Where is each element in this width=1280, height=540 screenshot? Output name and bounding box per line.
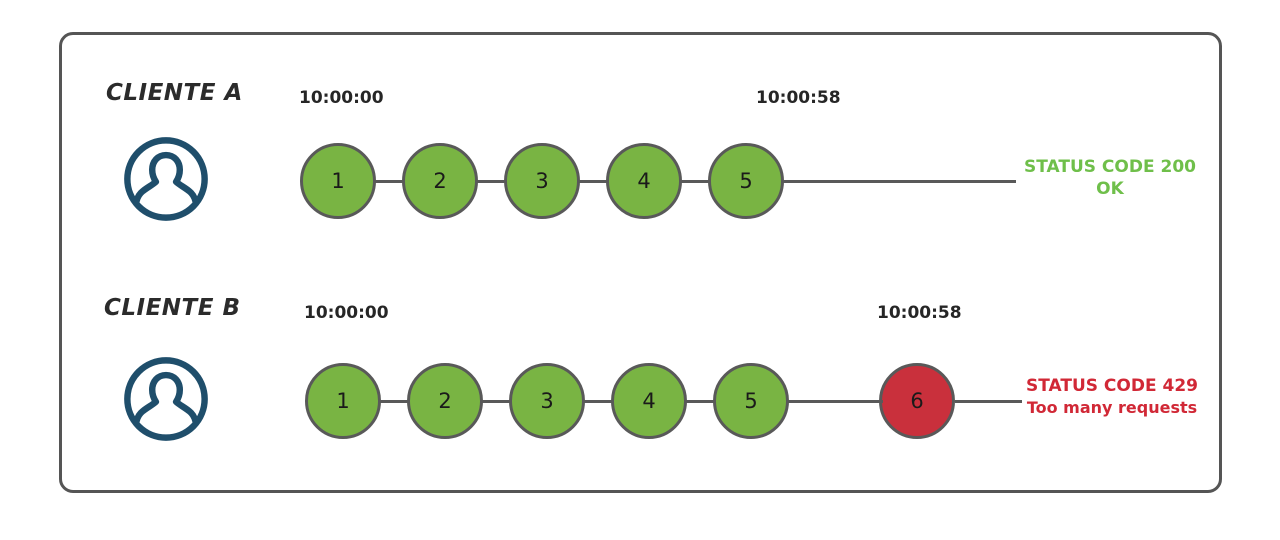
user-avatar-icon	[120, 133, 212, 225]
connector-a-3	[574, 180, 612, 183]
request-node[interactable]: 3	[509, 363, 585, 439]
connector-b-1	[375, 400, 413, 403]
status-code-b-line1: STATUS CODE 429	[1026, 376, 1198, 396]
connector-b-5	[783, 400, 821, 403]
request-node[interactable]: 2	[402, 143, 478, 219]
connector-b-2	[477, 400, 515, 403]
node-label: 2	[438, 389, 452, 413]
node-label: 5	[744, 389, 758, 413]
node-label: 6	[910, 389, 924, 413]
user-avatar-icon	[120, 353, 212, 445]
connector-b-3	[579, 400, 617, 403]
node-label: 1	[336, 389, 350, 413]
client-label-a: CLIENTE A	[106, 80, 243, 106]
status-code-b: STATUS CODE 429 Too many requests	[1026, 376, 1198, 418]
status-code-a-line2: OK	[1096, 178, 1124, 199]
request-node[interactable]: 5	[708, 143, 784, 219]
connector-b-tail	[955, 400, 1022, 403]
connector-a-4	[676, 180, 714, 183]
connector-b-6	[815, 400, 883, 403]
node-label: 4	[637, 169, 651, 193]
node-label: 3	[535, 169, 549, 193]
node-label: 5	[739, 169, 753, 193]
request-node-blocked[interactable]: 6	[879, 363, 955, 439]
request-node[interactable]: 2	[407, 363, 483, 439]
request-node[interactable]: 4	[606, 143, 682, 219]
connector-a-tail	[778, 180, 1016, 183]
node-label: 2	[433, 169, 447, 193]
connector-b-4	[681, 400, 719, 403]
request-node[interactable]: 5	[713, 363, 789, 439]
status-code-b-line2: Too many requests	[1026, 397, 1198, 417]
client-label-b: CLIENTE B	[104, 295, 241, 321]
request-node[interactable]: 1	[305, 363, 381, 439]
timestamp-a-start: 10:00:00	[299, 88, 384, 108]
node-label: 4	[642, 389, 656, 413]
status-code-a: STATUS CODE 200 OK	[1024, 157, 1196, 201]
timestamp-b-start: 10:00:00	[304, 303, 389, 323]
status-code-a-line1: STATUS CODE 200	[1024, 157, 1196, 177]
node-label: 1	[331, 169, 345, 193]
connector-a-1	[370, 180, 408, 183]
connector-a-2	[472, 180, 510, 183]
node-label: 3	[540, 389, 554, 413]
timestamp-a-end: 10:00:58	[756, 88, 841, 108]
request-node[interactable]: 4	[611, 363, 687, 439]
timestamp-b-end: 10:00:58	[877, 303, 962, 323]
request-node[interactable]: 3	[504, 143, 580, 219]
request-node[interactable]: 1	[300, 143, 376, 219]
